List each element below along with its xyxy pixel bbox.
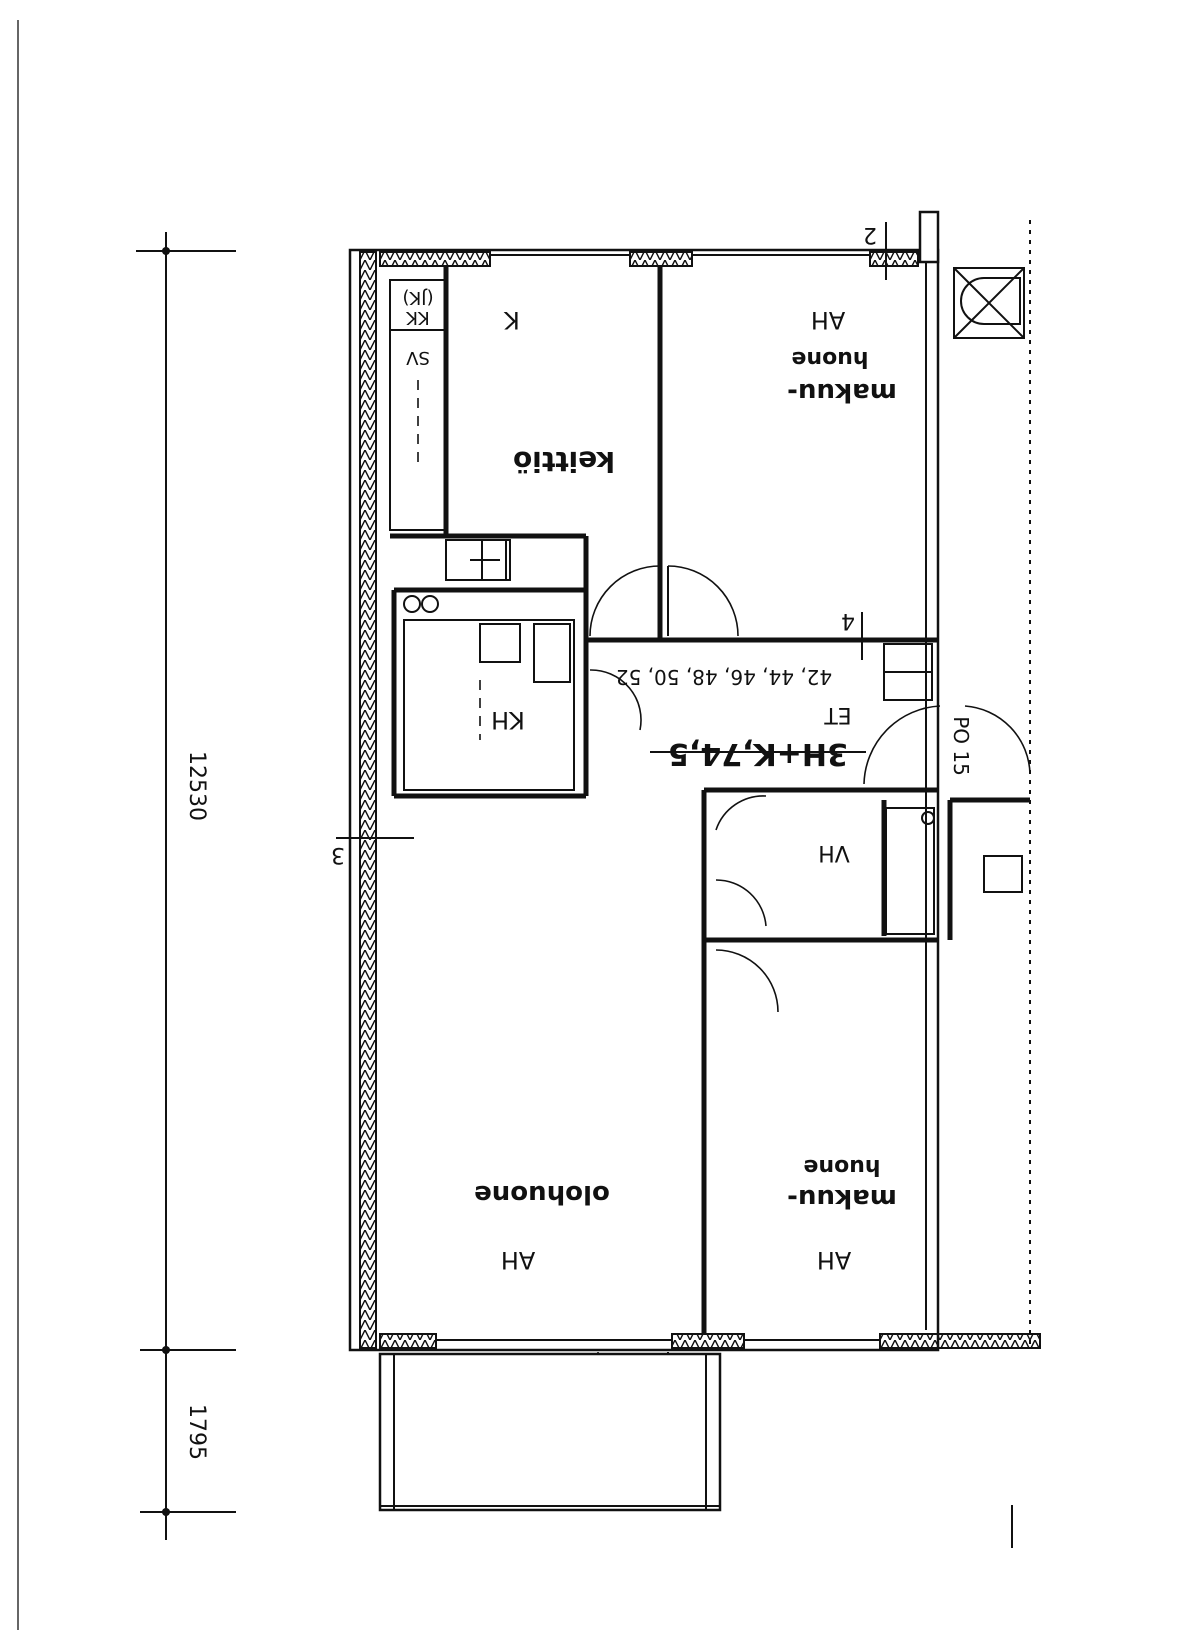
fixture-kk: KK	[405, 307, 430, 328]
bedroom-top-code: AH	[811, 306, 845, 334]
section-mark-2: 2	[863, 222, 877, 247]
balcony	[378, 1352, 722, 1512]
bedroom-top-name-line2: huone	[791, 346, 868, 371]
section-mark-3: 3	[331, 842, 345, 867]
bedroom-bottom-name-line1: makuu-	[787, 1183, 897, 1213]
section-mark-4: 4	[841, 608, 855, 633]
bedroom-top-name-line1: makuu-	[787, 377, 897, 407]
kitchen-code: K	[503, 306, 520, 334]
fixture-sv: SV	[405, 347, 429, 368]
apartment-numbers: 42, 44, 46, 48, 50, 52	[616, 665, 832, 689]
living-name: olohuone	[474, 1179, 610, 1209]
toilet-code: VH	[818, 840, 850, 865]
apartment-type: 3H+K,74,5	[668, 736, 848, 771]
kitchen-name: keittiö	[513, 445, 615, 478]
fixture-jk: (JK)	[402, 287, 433, 308]
hall-code: ET	[824, 702, 852, 727]
kitchen-counter	[389, 279, 511, 581]
core-element	[953, 267, 1025, 339]
windows	[436, 254, 880, 1341]
exterior-walls	[348, 210, 1041, 1352]
dimension-balcony-label: 1795	[184, 1404, 209, 1460]
bathroom-fixtures	[403, 595, 575, 791]
fixture-po: PO 15	[949, 716, 973, 776]
dimension-overall-label: 12530	[184, 751, 209, 821]
bedroom-bottom-name-line2: huone	[803, 1154, 880, 1179]
living-code: AH	[501, 1246, 535, 1274]
section-mark-lines	[336, 222, 887, 839]
bathroom-code: KH	[491, 706, 525, 734]
hall-closets	[883, 643, 933, 701]
dimension-chain	[136, 232, 236, 1540]
toilet-fixtures	[885, 807, 1023, 935]
bedroom-bottom-code: AH	[817, 1246, 851, 1274]
